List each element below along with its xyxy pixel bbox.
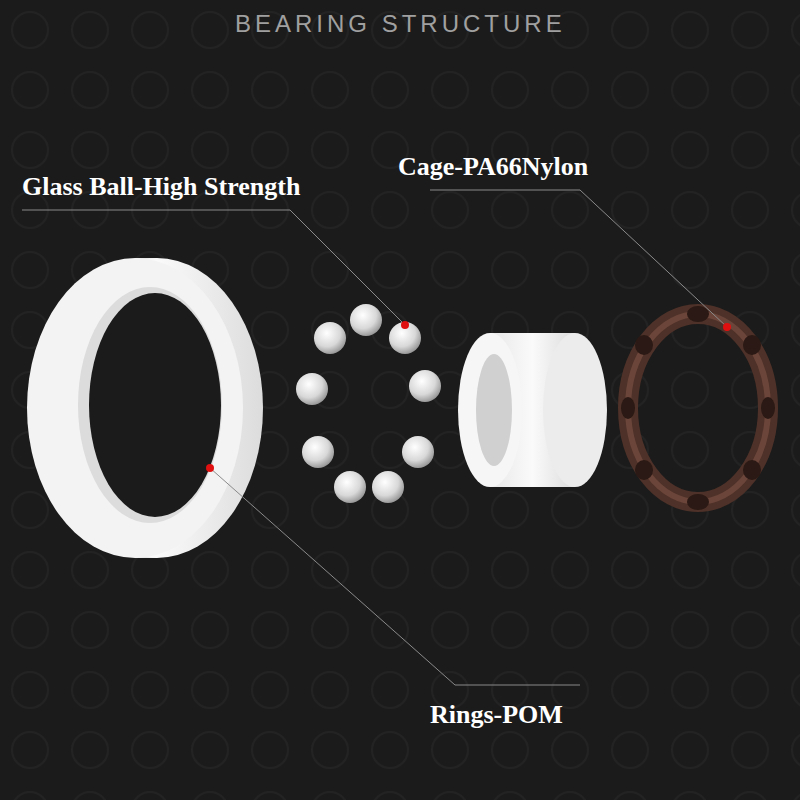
part-label: Glass Ball-High Strength	[22, 172, 300, 202]
outer-ring	[27, 258, 263, 558]
cage	[621, 306, 775, 510]
marker-dots	[206, 321, 731, 472]
diagram-title: BEARING STRUCTURE	[235, 10, 566, 38]
part-label: Rings-POM	[430, 700, 563, 730]
glass-balls	[296, 304, 441, 503]
inner-ring	[458, 333, 607, 487]
leader-lines	[22, 190, 727, 685]
part-label: Cage-PA66Nylon	[398, 152, 588, 182]
